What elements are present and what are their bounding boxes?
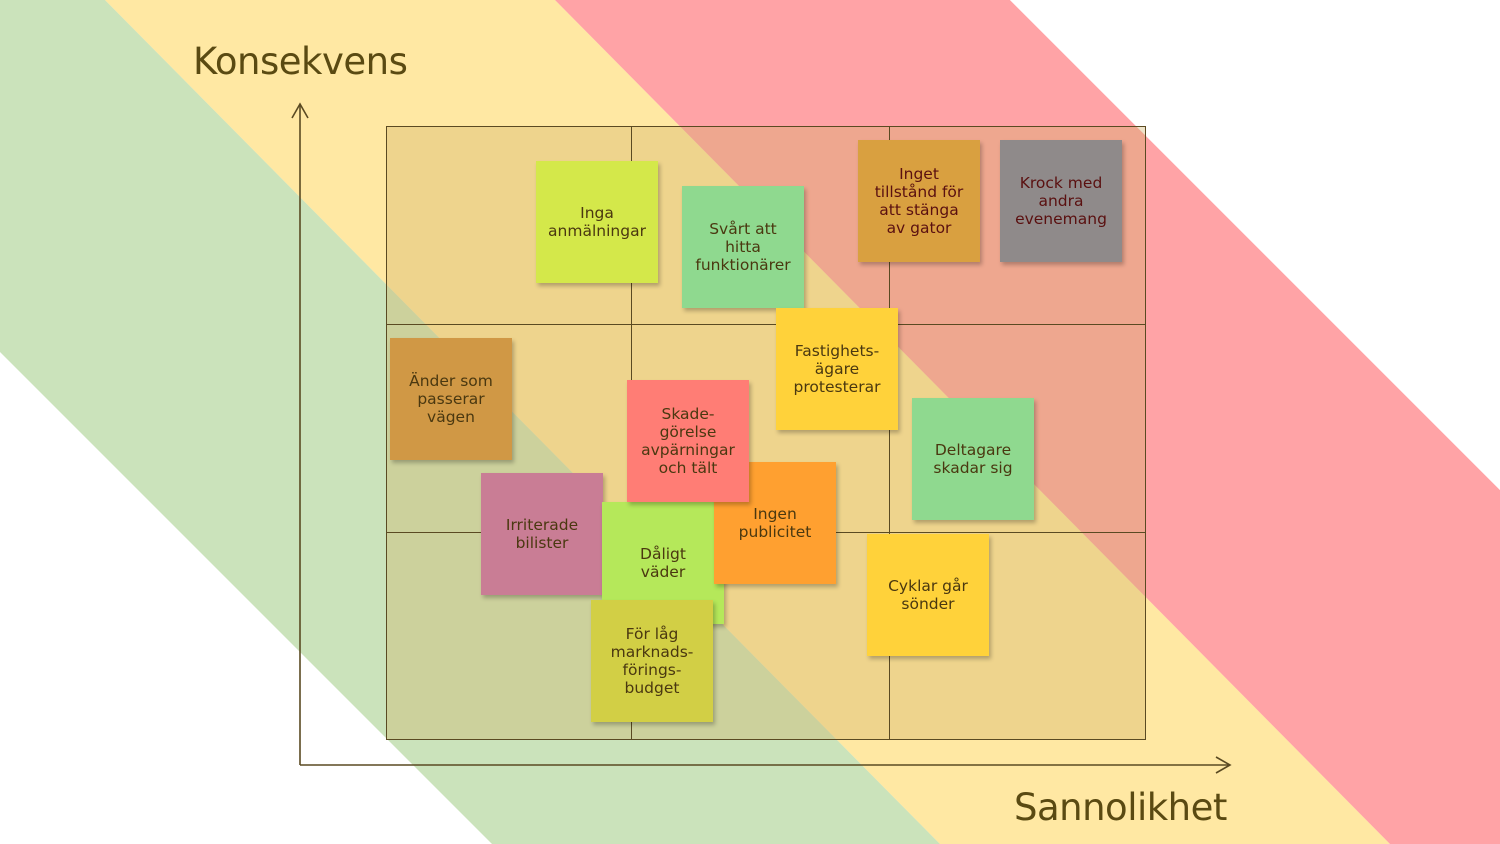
note-text: För låg marknads- förings- budget (610, 625, 694, 697)
note-text: Skade- görelse avpärningar och tält (641, 405, 735, 477)
white-corner-lower-left (0, 352, 492, 844)
sticky-note-inget-tillstand[interactable]: Inget tillstånd för att stänga av gator (858, 140, 980, 262)
sticky-note-ingen-publicitet[interactable]: Ingen publicitet (714, 462, 836, 584)
sticky-note-deltagare-skadar-sig[interactable]: Deltagare skadar sig (912, 398, 1034, 520)
sticky-note-ander-som-passerar-vagen[interactable]: Änder som passerar vägen (390, 338, 512, 460)
grid-row-divider (387, 324, 1145, 325)
note-text: Änder som passerar vägen (409, 372, 493, 426)
sticky-note-krock-med-andra-evenemang[interactable]: Krock med andra evenemang (1000, 140, 1122, 262)
y-axis-label: Konsekvens (193, 40, 408, 83)
note-text: Inget tillstånd för att stänga av gator (874, 165, 964, 237)
note-text: Svårt att hitta funktionärer (695, 220, 791, 274)
note-text: Dåligt väder (640, 545, 686, 581)
note-text: Inga anmälningar (548, 204, 646, 240)
white-corner-upper-right (1010, 0, 1500, 490)
sticky-note-cyklar-gar-sonder[interactable]: Cyklar går sönder (867, 534, 989, 656)
sticky-note-inga-anmalningar[interactable]: Inga anmälningar (536, 161, 658, 283)
x-axis-arrowhead (1215, 756, 1232, 774)
note-text: Cyklar går sönder (888, 577, 968, 613)
note-text: Irriterade bilister (505, 516, 579, 552)
sticky-note-for-lag-marknadsforingsbudget[interactable]: För låg marknads- förings- budget (591, 600, 713, 722)
grid-column-divider (889, 127, 890, 739)
note-text: Krock med andra evenemang (1015, 174, 1107, 228)
x-axis-label: Sannolikhet (1014, 786, 1227, 829)
sticky-note-skadegorelse[interactable]: Skade- görelse avpärningar och tält (627, 380, 749, 502)
note-text: Ingen publicitet (738, 505, 812, 541)
sticky-note-irriterade-bilister[interactable]: Irriterade bilister (481, 473, 603, 595)
sticky-note-svart-att-hitta-funktionarer[interactable]: Svårt att hitta funktionärer (682, 186, 804, 308)
note-text: Deltagare skadar sig (933, 441, 1013, 477)
y-axis-arrowhead (291, 102, 309, 119)
sticky-note-fastighetsagare-protesterar[interactable]: Fastighets- ägare protesterar (776, 308, 898, 430)
note-text: Fastighets- ägare protesterar (793, 342, 881, 396)
